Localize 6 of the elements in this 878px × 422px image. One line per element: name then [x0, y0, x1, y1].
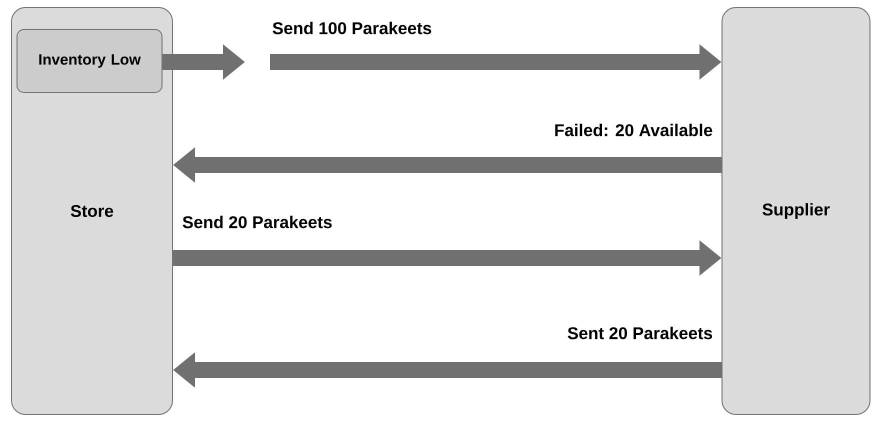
edge-label: Failed: 20 Available: [552, 122, 715, 138]
edge-label: Send 100 Parakeets: [270, 20, 434, 36]
supplier-box: Supplier: [722, 7, 870, 415]
status-box: Inventory Low: [16, 29, 162, 93]
edge-label: Sent 20 Parakeets: [565, 324, 715, 342]
edge-label: Send 20 Parakeets: [180, 214, 334, 230]
